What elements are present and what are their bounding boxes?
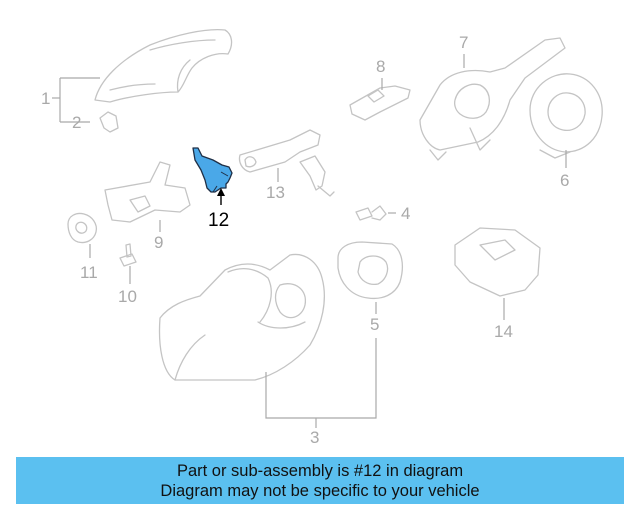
leader-arrow-12 (217, 188, 225, 196)
leader-lines (52, 54, 567, 428)
part-11-nut[interactable] (67, 212, 98, 244)
callout-2: 2 (72, 113, 81, 132)
part-4-screw[interactable] (355, 205, 387, 221)
part-6-clock-spring[interactable] (529, 73, 603, 159)
part-2-clip[interactable] (99, 111, 119, 133)
callout-11: 11 (80, 263, 98, 282)
callout-5: 5 (370, 315, 379, 334)
banner-line-2: Diagram may not be specific to your vehi… (160, 481, 480, 500)
banner-line-1: Part or sub-assembly is #12 in diagram (176, 461, 464, 480)
part-12-highlighted[interactable] (192, 147, 233, 193)
part-9-bracket[interactable] (104, 161, 191, 223)
part-10-screw[interactable] (119, 243, 137, 267)
callout-14: 14 (494, 322, 513, 341)
callout-3: 3 (310, 428, 319, 447)
callout-1: 1 (41, 89, 50, 108)
part-13-lock-cylinder[interactable] (238, 129, 335, 197)
part-14-module[interactable] (454, 227, 541, 297)
part-7-combination-switch[interactable] (419, 37, 566, 161)
callout-6: 6 (560, 171, 569, 190)
part-5-ring[interactable] (337, 241, 403, 300)
part-1-upper-cover[interactable] (94, 29, 233, 103)
part-8-switch[interactable] (349, 85, 411, 121)
callout-7: 7 (459, 33, 468, 52)
part-3-lower-cover[interactable] (158, 253, 325, 381)
callout-8: 8 (376, 57, 385, 76)
callout-12: 12 (208, 210, 229, 231)
info-banner: Part or sub-assembly is #12 in diagram D… (16, 457, 624, 504)
callout-10: 10 (118, 287, 137, 306)
callout-13: 13 (266, 183, 285, 202)
callout-9: 9 (154, 233, 163, 252)
callout-4: 4 (401, 204, 410, 223)
